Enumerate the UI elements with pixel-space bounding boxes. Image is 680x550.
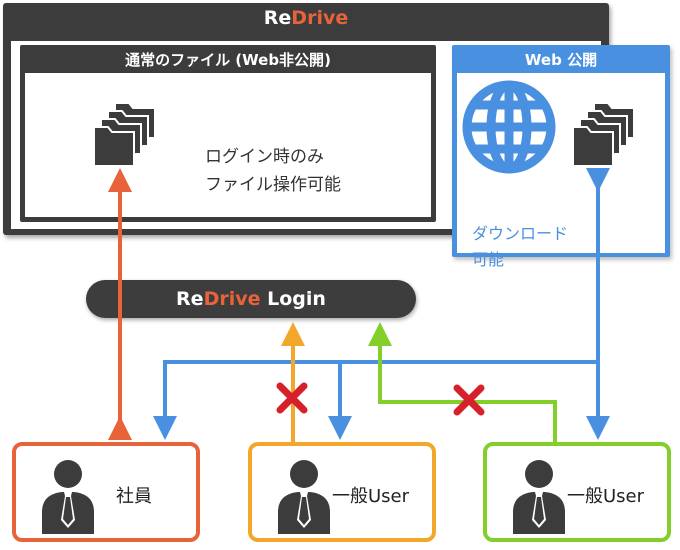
denied-cross-icon xyxy=(453,384,485,416)
folder-stack-icon xyxy=(93,102,156,167)
login-suffix: Login xyxy=(260,288,326,310)
normal-files-description: ログイン時のみ ファイル操作可能 xyxy=(205,143,341,199)
normal-desc-line2: ファイル操作可能 xyxy=(205,175,341,195)
redrive-login-bar[interactable]: ReDrive Login xyxy=(86,280,416,318)
general-user-label: 一般User xyxy=(332,486,410,507)
redrive-title-accent: Drive xyxy=(291,7,349,29)
normal-files-title: 通常のファイル (Web非公開) xyxy=(125,51,331,69)
denied-cross-icon xyxy=(276,382,308,414)
person-icon xyxy=(513,460,565,534)
employee-user-box: 社員 xyxy=(12,442,200,542)
web-desc-line2: 可能 xyxy=(472,250,505,269)
web-public-title: Web 公開 xyxy=(524,51,598,69)
redrive-title: ReDrive xyxy=(3,7,609,29)
person-icon xyxy=(278,460,330,534)
normal-files-panel: 通常のファイル (Web非公開) ログイン時のみ ファイル操作可能 xyxy=(20,45,436,222)
normal-desc-line1: ログイン時のみ xyxy=(205,147,324,167)
normal-files-body: ログイン時のみ ファイル操作可能 xyxy=(25,73,431,217)
redrive-title-main: Re xyxy=(263,7,292,29)
public-folder-stack-icon xyxy=(572,102,635,167)
web-desc-line1: ダウンロード xyxy=(472,224,569,243)
blue-download-path xyxy=(153,168,610,440)
general-user-box-2: 一般User xyxy=(483,442,671,542)
globe-icon xyxy=(462,80,556,174)
general-user-label-2: 一般User xyxy=(567,486,645,507)
general-user-box: 一般User xyxy=(248,442,436,542)
login-brand-accent: Drive xyxy=(203,288,261,310)
web-public-body: ダウンロード 可能 xyxy=(457,73,665,269)
general-user2-login-arrow xyxy=(368,322,557,442)
employee-user-label: 社員 xyxy=(116,486,152,507)
person-icon xyxy=(42,460,94,534)
login-brand-main: Re xyxy=(176,288,204,310)
web-public-description: ダウンロード 可能 xyxy=(472,221,568,273)
web-public-panel: Web 公開 ダウンロード 可能 xyxy=(452,45,670,269)
